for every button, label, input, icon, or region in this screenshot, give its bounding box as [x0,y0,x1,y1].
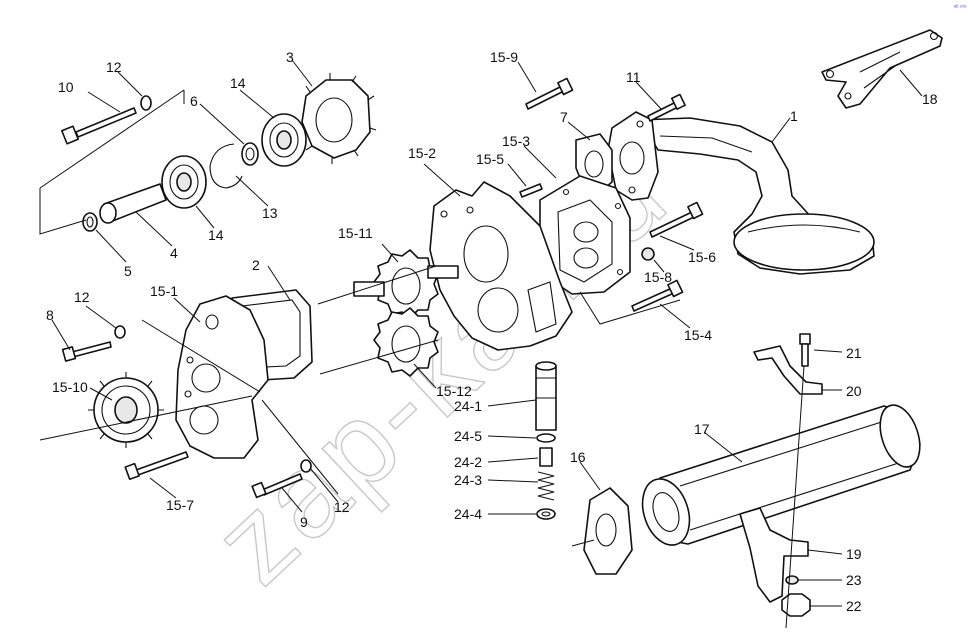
label-13: 13 [262,205,278,221]
label-24-3: 24-3 [454,472,482,488]
label-17: 17 [694,421,710,437]
drive-gear-15-10 [88,372,164,448]
bearing-14-bottom [161,155,207,209]
label-12-left: 12 [74,289,90,305]
label-6: 6 [190,93,198,109]
label-1: 1 [790,108,798,124]
label-5: 5 [124,263,132,279]
label-24-4: 24-4 [454,506,482,522]
label-15-7: 15-7 [166,497,194,513]
bolt-15-4 [631,279,684,312]
bolt-15-5 [519,183,543,198]
tube-17 [641,404,921,546]
label-21: 21 [846,345,862,361]
label-15-3: 15-3 [502,133,530,149]
label-12-top: 12 [106,59,122,75]
label-15-5: 15-5 [476,151,504,167]
label-11: 11 [626,69,641,85]
bearing-14-top [261,113,307,167]
bolt-9 [251,473,303,499]
label-23: 23 [846,572,862,588]
label-15-2: 15-2 [408,145,436,161]
label-14-bottom: 14 [208,227,224,243]
label-4: 4 [170,245,178,261]
label-15-8: 15-8 [644,269,672,285]
bolt-15-7 [124,451,189,481]
washer-12-left [114,325,126,339]
label-16: 16 [570,449,586,465]
part-labels: 1 2 3 4 5 6 7 8 9 10 11 12 12 12 13 14 1… [46,49,938,614]
label-15-1: 15-1 [150,283,178,299]
gear-15-11 [353,249,459,319]
ring-6 [241,142,259,166]
label-8: 8 [46,307,54,323]
pipe-flange-7 [607,111,659,201]
bolt-21 [799,333,811,367]
label-10: 10 [58,79,74,95]
washer-5 [82,212,98,232]
corner-mark: ᵃᵇ ᵘᵗᵘ [954,4,966,11]
clamp-20 [753,345,823,395]
washer-23 [785,575,799,585]
washer-12-bottom [300,459,312,473]
plunger-24-2 [539,447,553,467]
flange-gasket-16 [583,487,633,575]
bolt-15-6 [649,201,704,238]
washer-12-top [140,95,152,111]
label-9: 9 [300,514,308,530]
circlip-13 [209,143,243,189]
nut-22 [781,593,811,617]
label-19: 19 [846,546,862,562]
label-15-12: 15-12 [436,383,472,399]
label-18: 18 [922,91,938,107]
label-15-10: 15-10 [52,379,88,395]
bracket-19 [739,507,809,603]
leader-lines [39,59,923,629]
label-24-5: 24-5 [454,428,482,444]
gear-15-12 [373,307,439,377]
oil-intake-pipe-1 [639,117,875,275]
gear-3 [301,73,377,164]
label-2: 2 [252,257,260,273]
washer-24-5 [536,433,556,443]
label-7: 7 [560,109,568,125]
bolt-15-9 [525,77,574,110]
label-24-1: 24-1 [454,398,482,414]
shaft-4 [99,183,167,224]
bolt-11 [647,93,686,122]
retainer-24-4 [536,508,556,520]
pump-housing-15-1 [175,295,269,459]
bolt-8 [61,341,112,362]
pump-body-15-2 [429,181,573,351]
bracket-18 [821,29,943,109]
label-12-bottom: 12 [334,499,350,515]
label-20: 20 [846,383,862,399]
label-15-9: 15-9 [490,49,518,65]
valve-plug-24-1 [535,361,557,431]
label-3: 3 [286,49,294,65]
bolt-10 [61,107,137,145]
label-15-11: 15-11 [338,225,373,241]
label-14-top: 14 [230,75,246,91]
label-22: 22 [846,598,862,614]
label-24-2: 24-2 [454,454,482,470]
label-15-4: 15-4 [684,327,712,343]
spring-24-3 [537,471,555,501]
nut-15-8 [641,247,655,261]
label-15-6: 15-6 [688,249,716,265]
